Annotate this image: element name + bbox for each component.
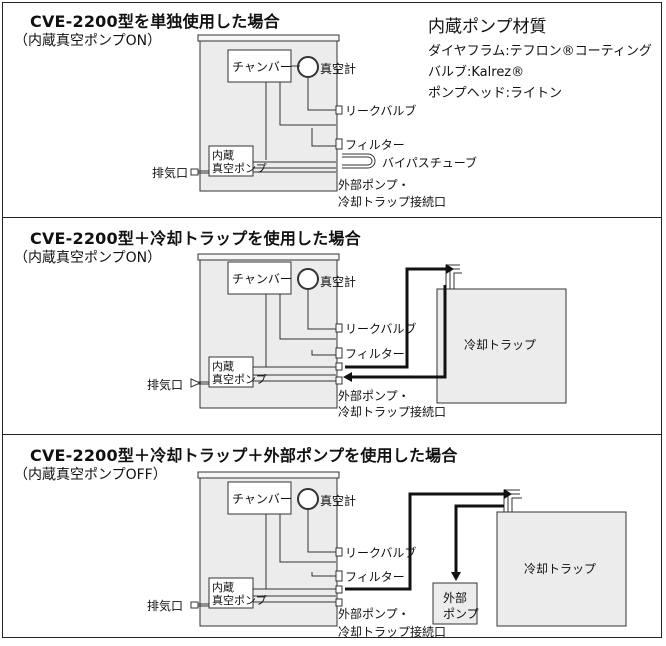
cold-trap-schematic: [190, 253, 567, 409]
pump-box: [208, 577, 254, 609]
connection-port-label-1: 外部ポンプ・: [338, 389, 410, 403]
connection-port-label-1: 外部ポンプ・: [338, 178, 410, 192]
section-title: CVE-2200型を単独使用した場合: [30, 12, 280, 31]
internal-pump-label-1: 内蔵: [212, 581, 234, 594]
leak-valve-label: リークバルブ: [345, 104, 417, 118]
filter-label: フィルター: [345, 138, 405, 152]
external-pump-label-1: 外部: [443, 591, 468, 605]
external-pump-box: [432, 582, 478, 625]
filter-box: [335, 570, 343, 582]
flow-line: [345, 492, 504, 591]
materials-valve: バルブ:Kalrez®: [428, 65, 525, 80]
section-cold-trap-external-pump: CVE-2200型＋冷却トラップ＋外部ポンプを使用した場合 （内蔵真空ポンプOF…: [0, 434, 666, 646]
internal-pump-label-2: 真空ポンプ: [212, 373, 267, 386]
vacuum-gauge-circle: [297, 56, 319, 78]
materials-pump-head: ポンプヘッド:ライトン: [428, 86, 562, 101]
vacuum-gauge-label: 真空計: [320, 275, 357, 289]
cold-trap-box: [436, 288, 567, 404]
arrow-head: [190, 378, 202, 388]
vacuum-gauge-circle: [297, 268, 319, 290]
chamber-label: チャンバー: [232, 60, 292, 74]
connection-port-label-2: 冷却トラップ接続口: [338, 195, 447, 209]
connection-port-label-1: 外部ポンプ・: [338, 607, 410, 621]
section-divider: [2, 434, 662, 435]
arrow-head: [343, 372, 352, 382]
leak-valve-label: リークバルブ: [345, 546, 417, 560]
unit-top-rail: [197, 34, 340, 42]
chamber-label: チャンバー: [232, 492, 292, 506]
bypass-tube-loop: [342, 153, 376, 169]
connection-port-label-2: 冷却トラップ接続口: [338, 625, 447, 639]
pump-box: [208, 356, 254, 388]
exhaust-label: 排気口: [152, 166, 189, 180]
external-pump-label-2: ポンプ: [443, 607, 479, 621]
section-subtitle: （内蔵真空ポンプON）: [14, 250, 162, 266]
section-subtitle: （内蔵真空ポンプON）: [14, 33, 162, 49]
arrow-head: [504, 489, 512, 499]
internal-pump-label-2: 真空ポンプ: [212, 594, 267, 607]
internal-pump-label-2: 真空ポンプ: [212, 162, 267, 175]
cold-trap-box: [496, 511, 627, 627]
vacuum-gauge-label: 真空計: [320, 62, 357, 76]
flow-line: [454, 504, 504, 574]
bypass-tube-label: バイパスチューブ: [382, 156, 478, 170]
connection-port-label-2: 冷却トラップ接続口: [338, 405, 447, 419]
leak-valve-box: [335, 547, 343, 557]
diagram-frame: [2, 2, 662, 638]
chamber-label: チャンバー: [232, 272, 292, 286]
chamber-box: [227, 49, 292, 83]
cold-trap-label: 冷却トラップ: [524, 562, 597, 576]
cold-trap-label: 冷却トラップ: [464, 338, 537, 352]
unit-top-rail: [197, 471, 340, 479]
filter-label: フィルター: [345, 347, 405, 361]
leak-valve-label: リークバルブ: [345, 322, 417, 336]
pump-box: [208, 145, 254, 177]
exhaust-label: 排気口: [147, 378, 184, 392]
internal-pump-label-1: 内蔵: [212, 149, 234, 162]
section-divider: [2, 217, 662, 218]
arrow-head: [446, 264, 454, 274]
unit-top-rail: [197, 253, 340, 261]
materials-title: 内蔵ポンプ材質: [428, 17, 547, 37]
chamber-box: [227, 481, 292, 515]
flow-line: [350, 285, 447, 379]
filter-box: [335, 138, 343, 150]
internal-pump-label-1: 内蔵: [212, 360, 234, 373]
materials-diaphragm: ダイヤフラム:テフロン®コーティング: [428, 44, 652, 59]
filter-label: フィルター: [345, 570, 405, 584]
standalone-schematic: [190, 34, 376, 192]
flow-line: [345, 267, 446, 369]
section-subtitle: （内蔵真空ポンプOFF）: [14, 467, 167, 483]
section-title: CVE-2200型＋冷却トラップ＋外部ポンプを使用した場合: [30, 446, 458, 465]
vacuum-gauge-circle: [297, 488, 319, 510]
section-title: CVE-2200型＋冷却トラップを使用した場合: [30, 229, 361, 248]
section-standalone: CVE-2200型を単独使用した場合 （内蔵真空ポンプON） チャンバー 真空計…: [0, 0, 666, 212]
external-pump-schematic: [190, 471, 627, 627]
vacuum-gauge-label: 真空計: [320, 494, 357, 508]
leak-valve-box: [335, 323, 343, 333]
exhaust-label: 排気口: [147, 599, 184, 613]
filter-box: [335, 347, 343, 359]
arrow-head: [451, 572, 461, 581]
chamber-box: [227, 261, 292, 295]
leak-valve-box: [335, 105, 343, 115]
section-cold-trap: CVE-2200型＋冷却トラップを使用した場合 （内蔵真空ポンプON） チャンバ…: [0, 217, 666, 429]
